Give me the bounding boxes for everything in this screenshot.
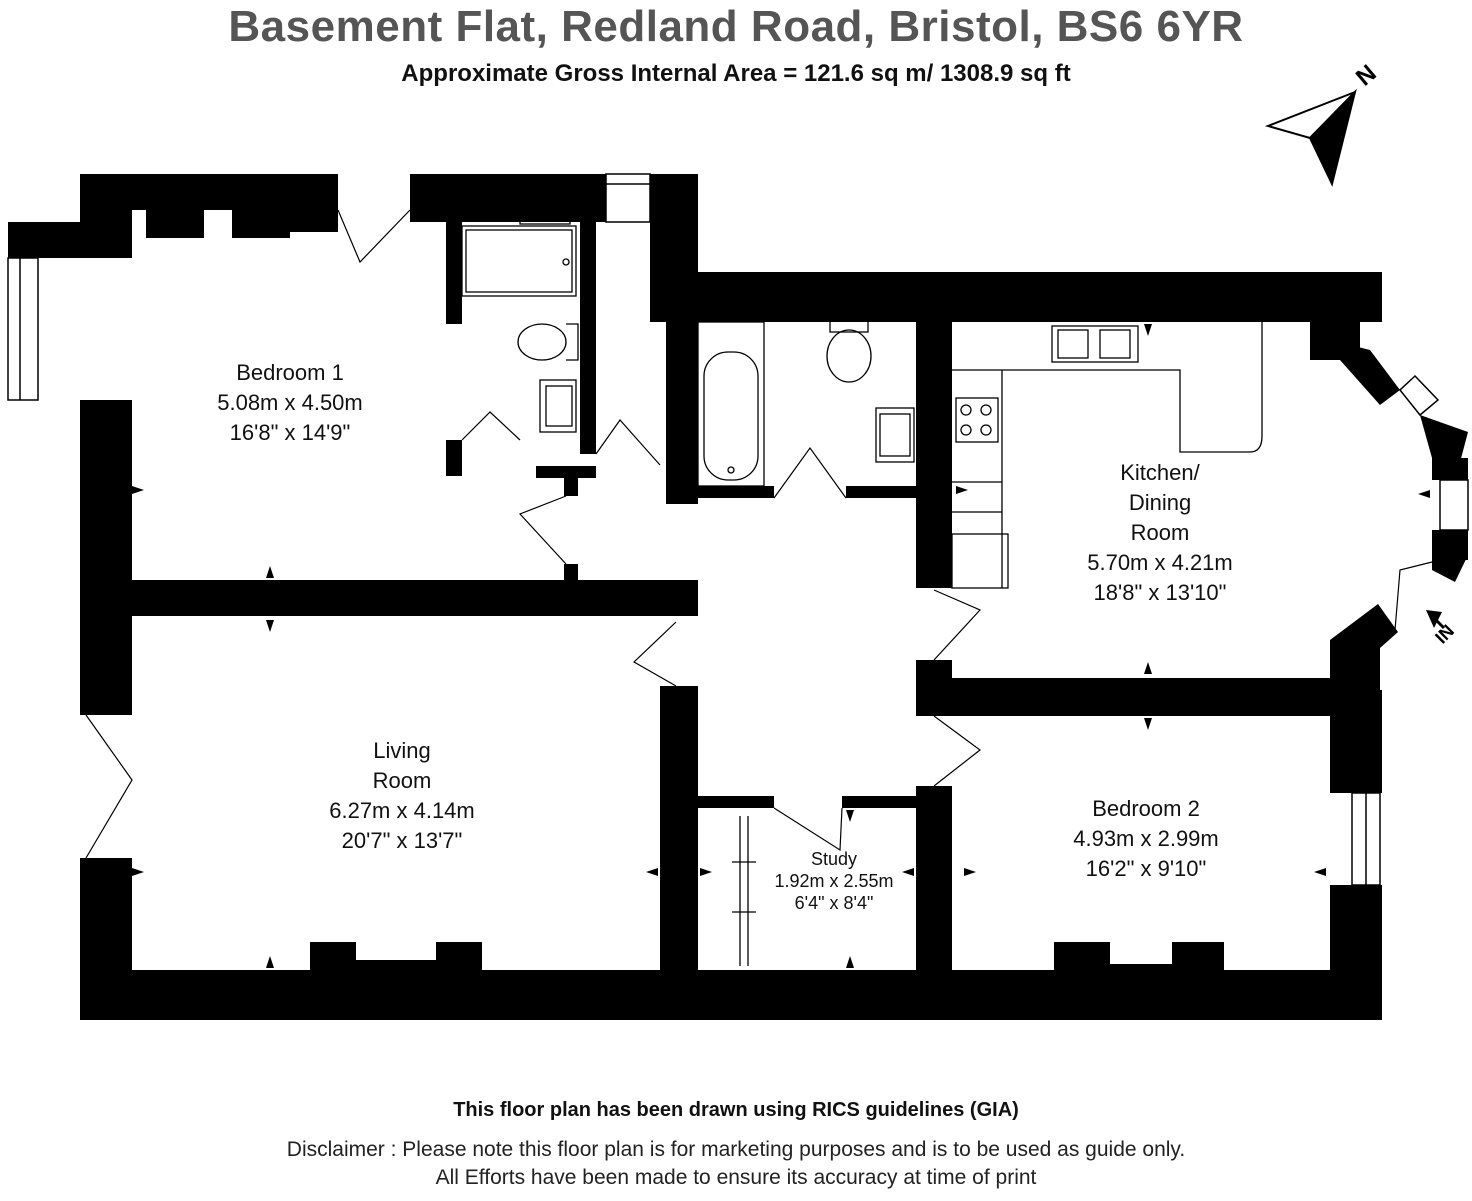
study-shelves [739,816,749,966]
doors [85,209,1433,859]
windows [7,173,1469,886]
room-metric: 6.27m x 4.14m [329,798,475,823]
room-label-bedroom2: Bedroom 2 4.93m x 2.99m 16'2" x 9'10" [1036,794,1256,884]
basin-ensuite [539,379,577,433]
area-subtitle: Approximate Gross Internal Area = 121.6 … [401,60,1071,87]
window-kitchen-side [1398,374,1440,417]
rics-note: This floor plan has been drawn using RIC… [453,1099,1019,1121]
room-name: Dining [1128,490,1192,515]
plan-title: Basement Flat, Redland Road, Bristol, BS… [228,2,1244,51]
disclaimer-line-1: Disclaimer : Please note this floor plan… [286,1138,1186,1161]
toilet-main [826,329,872,383]
entrance-arrow-icon [1426,610,1446,630]
window-top [605,173,651,223]
door-study [773,807,843,852]
window-kitchen-bay [1439,479,1469,531]
window-bedroom1 [7,257,39,401]
door-hall [518,495,567,565]
room-metric: 5.08m x 4.50m [217,390,363,415]
hob [955,397,999,443]
room-name: Bedroom 2 [1092,796,1200,821]
door-bathroom [773,446,847,499]
room-name: Room [1130,520,1190,545]
bathtub [697,321,765,487]
dimension-arrows [132,200,1430,968]
door-kitchen [933,589,982,661]
door-bedroom1 [337,209,411,264]
room-imperial: 18'8" x 13'10" [1093,580,1227,605]
door-shower [595,419,661,466]
shower-tray [461,225,577,297]
room-imperial: 16'8" x 14'9" [229,420,351,445]
disclaimer-line-2: All Efforts have been made to ensure its… [435,1166,1037,1189]
fridge [951,533,1009,589]
door-entrance [1394,561,1433,631]
kitchen-sink [1051,325,1139,363]
room-label-kitchen: Kitchen/ Dining Room 5.70m x 4.21m 18'8"… [1050,458,1270,608]
room-name: Kitchen/ [1120,460,1200,485]
walls [8,174,1468,1020]
door-living [633,621,677,687]
chimney-openings [356,942,1172,964]
room-imperial: 20'7" x 13'7" [341,828,463,853]
room-imperial: 16'2" x 9'10" [1085,856,1207,881]
room-label-living: Living Room 6.27m x 4.14m 20'7" x 13'7" [292,736,512,856]
room-name: Living [373,738,431,763]
door-ensuite [461,411,521,441]
fixtures [461,203,1263,966]
room-metric: 5.70m x 4.21m [1087,550,1233,575]
room-metric: 1.92m x 2.55m [774,871,894,891]
basin-main [875,407,915,463]
north-arrow-icon [1264,88,1357,187]
room-imperial: 6'4" x 8'4" [794,893,874,913]
room-label-study: Study 1.92m x 2.55m 6'4" x 8'4" [756,848,912,914]
cistern-top [519,203,571,225]
door-bedroom2 [933,715,981,787]
toilet-ensuite [566,323,579,361]
door-living-left [85,714,133,859]
room-name: Study [810,849,858,869]
room-metric: 4.93m x 2.99m [1073,826,1219,851]
room-name: Bedroom 1 [236,360,344,385]
room-label-bedroom1: Bedroom 1 5.08m x 4.50m 16'8" x 14'9" [180,358,400,448]
room-name: Room [372,768,432,793]
kitchen-counter [952,322,1263,453]
